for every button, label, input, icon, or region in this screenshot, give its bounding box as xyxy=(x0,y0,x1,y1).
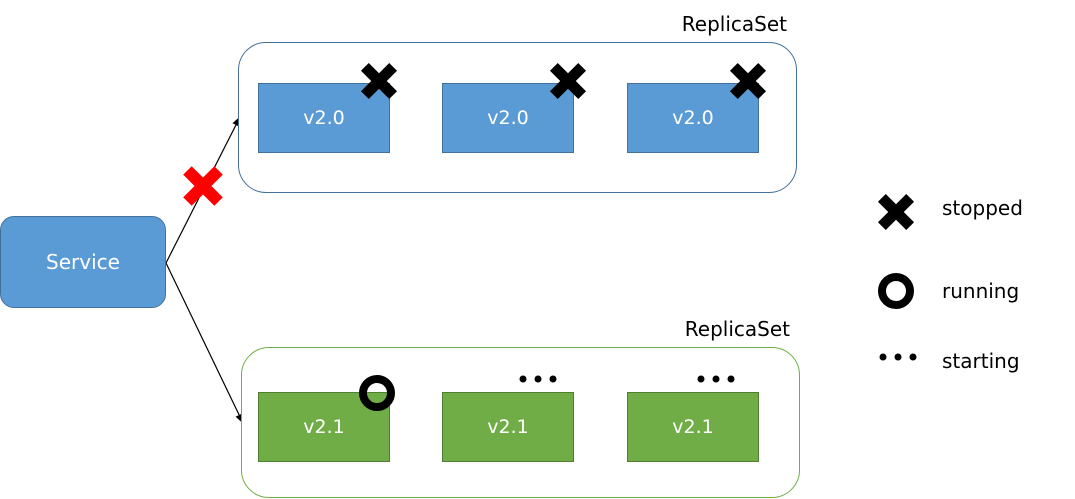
service-node: Service xyxy=(0,216,166,308)
replicaset-1-label: ReplicaSet xyxy=(681,12,787,36)
legend-label-running: running xyxy=(942,279,1020,303)
pod-v2-0-2: v2.0 xyxy=(442,83,574,153)
stopped-icon xyxy=(729,62,767,100)
starting-icon xyxy=(697,375,735,383)
starting-icon xyxy=(519,375,557,383)
legend-item-stopped: stopped xyxy=(872,190,1062,231)
running-icon xyxy=(359,375,395,411)
pod-v2-1-3: v2.1 xyxy=(627,392,759,462)
x-icon xyxy=(877,193,915,231)
legend-item-starting: starting xyxy=(872,343,1062,383)
dots-icon xyxy=(879,353,917,361)
legend-label-stopped: stopped xyxy=(942,196,1023,220)
arrow-to-replicaset-2 xyxy=(165,262,244,424)
legend-label-starting: starting xyxy=(942,349,1020,373)
blocked-connection-icon xyxy=(183,166,223,206)
replicaset-2-label: ReplicaSet xyxy=(684,317,790,341)
legend-item-running: running xyxy=(872,273,1062,313)
stopped-icon xyxy=(360,62,398,100)
pod-v2-1-2: v2.1 xyxy=(442,392,574,462)
stopped-icon xyxy=(549,62,587,100)
circle-icon xyxy=(878,273,914,309)
